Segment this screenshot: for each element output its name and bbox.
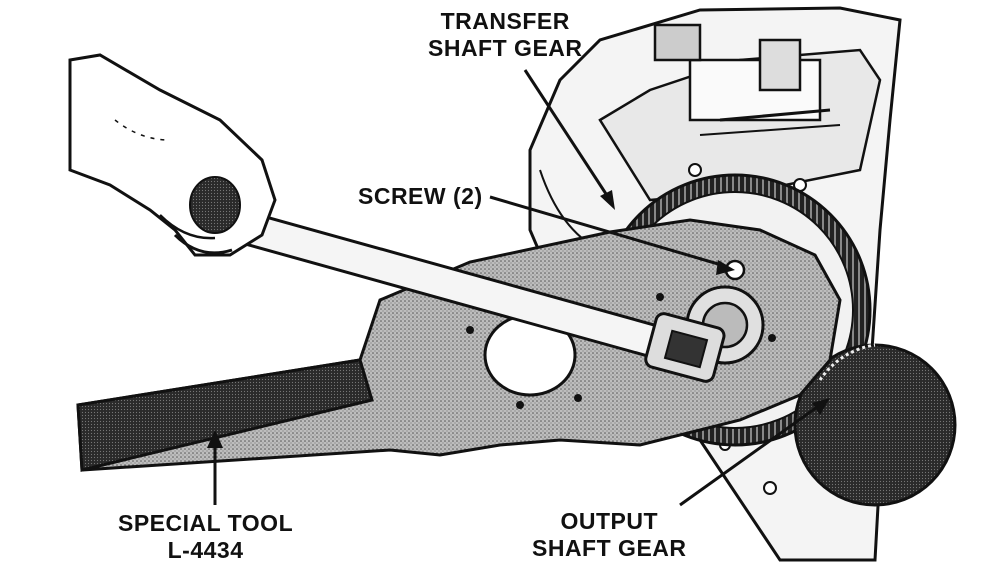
special-tool-l4434: [76, 218, 842, 472]
arrowhead-screw: [716, 260, 735, 275]
output-shaft-gear: [793, 343, 957, 507]
label-transfer-line2: SHAFT GEAR: [428, 35, 583, 61]
label-output-line2: SHAFT GEAR: [532, 535, 687, 561]
ratchet-wrench: [193, 198, 726, 383]
label-output-shaft-gear: OUTPUT SHAFT GEAR: [532, 508, 687, 562]
label-screw-text: SCREW (2): [358, 183, 483, 209]
leader-transfer-gear: [523, 69, 612, 201]
hand: [68, 53, 277, 257]
arrowhead-output-gear: [812, 398, 830, 415]
leader-arrowheads: [207, 190, 830, 448]
label-special-tool-line2: L-4434: [167, 537, 244, 563]
label-special-tool-line1: SPECIAL TOOL: [118, 510, 294, 536]
arrowhead-special-tool: [207, 430, 223, 448]
label-screw: SCREW (2): [358, 183, 483, 210]
leader-lines: [213, 69, 821, 507]
leader-output-gear: [679, 403, 821, 507]
label-output-line1: OUTPUT: [560, 508, 659, 534]
label-transfer-shaft-gear: TRANSFER SHAFT GEAR: [428, 8, 583, 62]
arrowhead-transfer-gear: [600, 190, 615, 210]
leader-screw: [489, 195, 726, 268]
label-transfer-line1: TRANSFER: [440, 8, 570, 34]
label-special-tool: SPECIAL TOOL L-4434: [118, 510, 293, 564]
